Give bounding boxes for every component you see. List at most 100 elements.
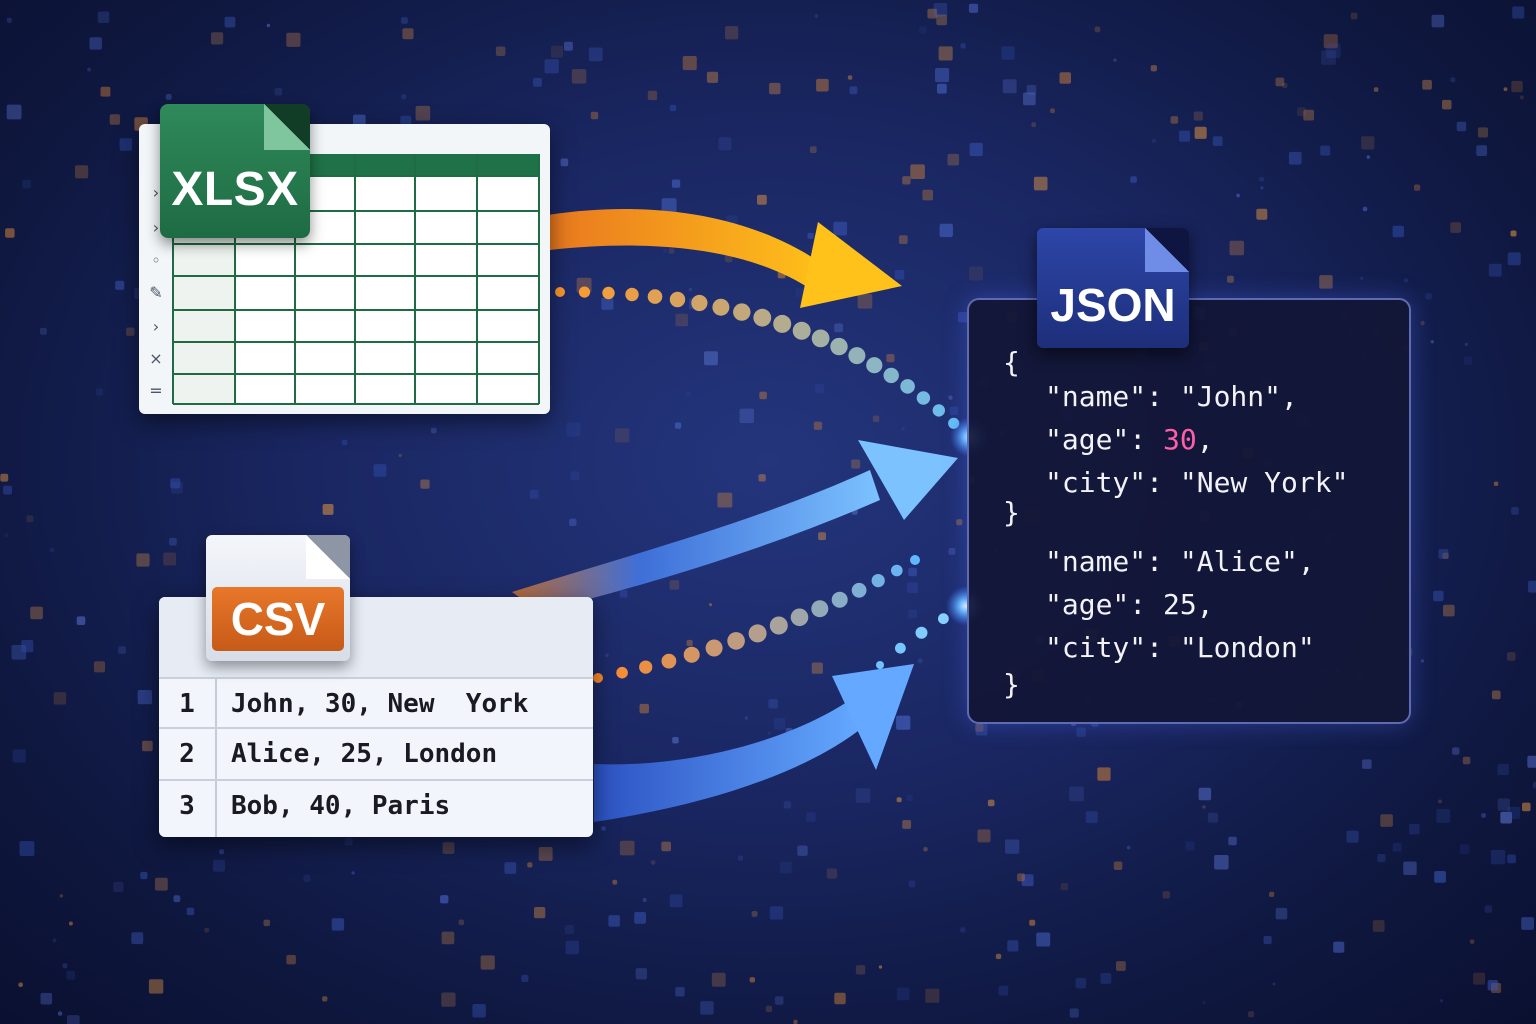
csv-row-text: John, 30, New York (231, 689, 529, 719)
particle (767, 731, 771, 735)
particle (588, 47, 603, 62)
particle (1179, 130, 1191, 142)
trail-dot (748, 624, 767, 643)
particle (1392, 842, 1402, 852)
particle (958, 312, 969, 323)
particle (1170, 116, 1179, 124)
trail-dot (639, 660, 653, 674)
particle (1377, 854, 1386, 863)
particle (1500, 811, 1512, 824)
particle (1126, 845, 1131, 850)
particle (686, 639, 693, 647)
json-city-line: "city": "London" (1045, 631, 1315, 664)
particle (431, 427, 437, 434)
json-label: JSON (1050, 279, 1176, 331)
particle (527, 862, 533, 868)
particle (1493, 481, 1499, 486)
json-age-key: "age": (1045, 423, 1164, 456)
particle (759, 391, 767, 400)
json-name-line: "name": "Alice", (1045, 545, 1315, 578)
trail-dot (790, 608, 809, 627)
particle (1361, 136, 1375, 150)
particle (975, 723, 984, 732)
particle (1227, 275, 1234, 283)
particle (322, 996, 328, 1002)
particle (0, 473, 9, 482)
particle (564, 41, 573, 51)
particle (816, 78, 829, 92)
xlsx-arrow (548, 209, 902, 308)
trail-dot (895, 642, 906, 654)
particle (1319, 275, 1333, 289)
particle (1282, 82, 1288, 89)
particle (1506, 652, 1516, 661)
particle (975, 723, 988, 736)
particle (219, 849, 225, 855)
particle (851, 459, 861, 469)
particle (663, 248, 668, 254)
particle (1473, 972, 1486, 985)
particle (1511, 507, 1519, 515)
particle (1002, 79, 1017, 94)
particle (1403, 861, 1417, 875)
csv-row-text: Alice, 25, London (231, 739, 498, 769)
particle (674, 422, 682, 429)
xlsx-label: XLSX (171, 163, 299, 216)
particle (605, 653, 609, 657)
particle (131, 932, 144, 945)
particle (922, 189, 933, 201)
row-marker-icon: › (153, 183, 159, 202)
trail-dot (733, 303, 751, 321)
particle (1256, 208, 1268, 220)
trail-dot (848, 347, 866, 365)
particle (21, 640, 34, 653)
particle (1442, 552, 1449, 559)
particle (634, 912, 646, 924)
particle (751, 911, 758, 917)
particle (173, 895, 181, 903)
particle (1272, 982, 1276, 986)
particle (765, 1005, 773, 1013)
particle (495, 46, 506, 56)
particle (75, 165, 89, 179)
particle (780, 861, 792, 874)
particle (1323, 34, 1338, 49)
particle (564, 925, 574, 935)
json-close-brace: } (1003, 496, 1020, 529)
particle (1350, 12, 1358, 20)
particle (68, 921, 73, 926)
particle (711, 972, 726, 987)
trail-dot (811, 329, 830, 348)
particle (1362, 206, 1368, 212)
particle (1456, 121, 1467, 132)
particle (1031, 122, 1037, 128)
particle (76, 616, 86, 625)
particle (855, 965, 866, 975)
particle (793, 1019, 798, 1024)
particle (118, 646, 126, 654)
particle (1510, 230, 1517, 237)
particle (1481, 813, 1486, 818)
particle (855, 788, 871, 803)
particle (908, 567, 917, 577)
particle (938, 46, 953, 61)
particle (668, 248, 675, 254)
particle (1519, 95, 1524, 100)
csv-line-number-column (159, 677, 217, 837)
particle (1362, 759, 1372, 769)
particle (566, 422, 581, 437)
particle (807, 232, 814, 239)
particle (1487, 980, 1499, 991)
particle (4, 533, 9, 538)
particle (1026, 85, 1037, 95)
particle (571, 69, 587, 84)
particle (538, 847, 553, 861)
particle (960, 43, 966, 49)
particle (1521, 917, 1534, 930)
particle (725, 26, 739, 40)
particle (774, 996, 784, 1005)
trail-dot (792, 321, 811, 340)
particle (886, 354, 895, 363)
trail-dot (876, 661, 884, 669)
particle (1463, 356, 1473, 365)
